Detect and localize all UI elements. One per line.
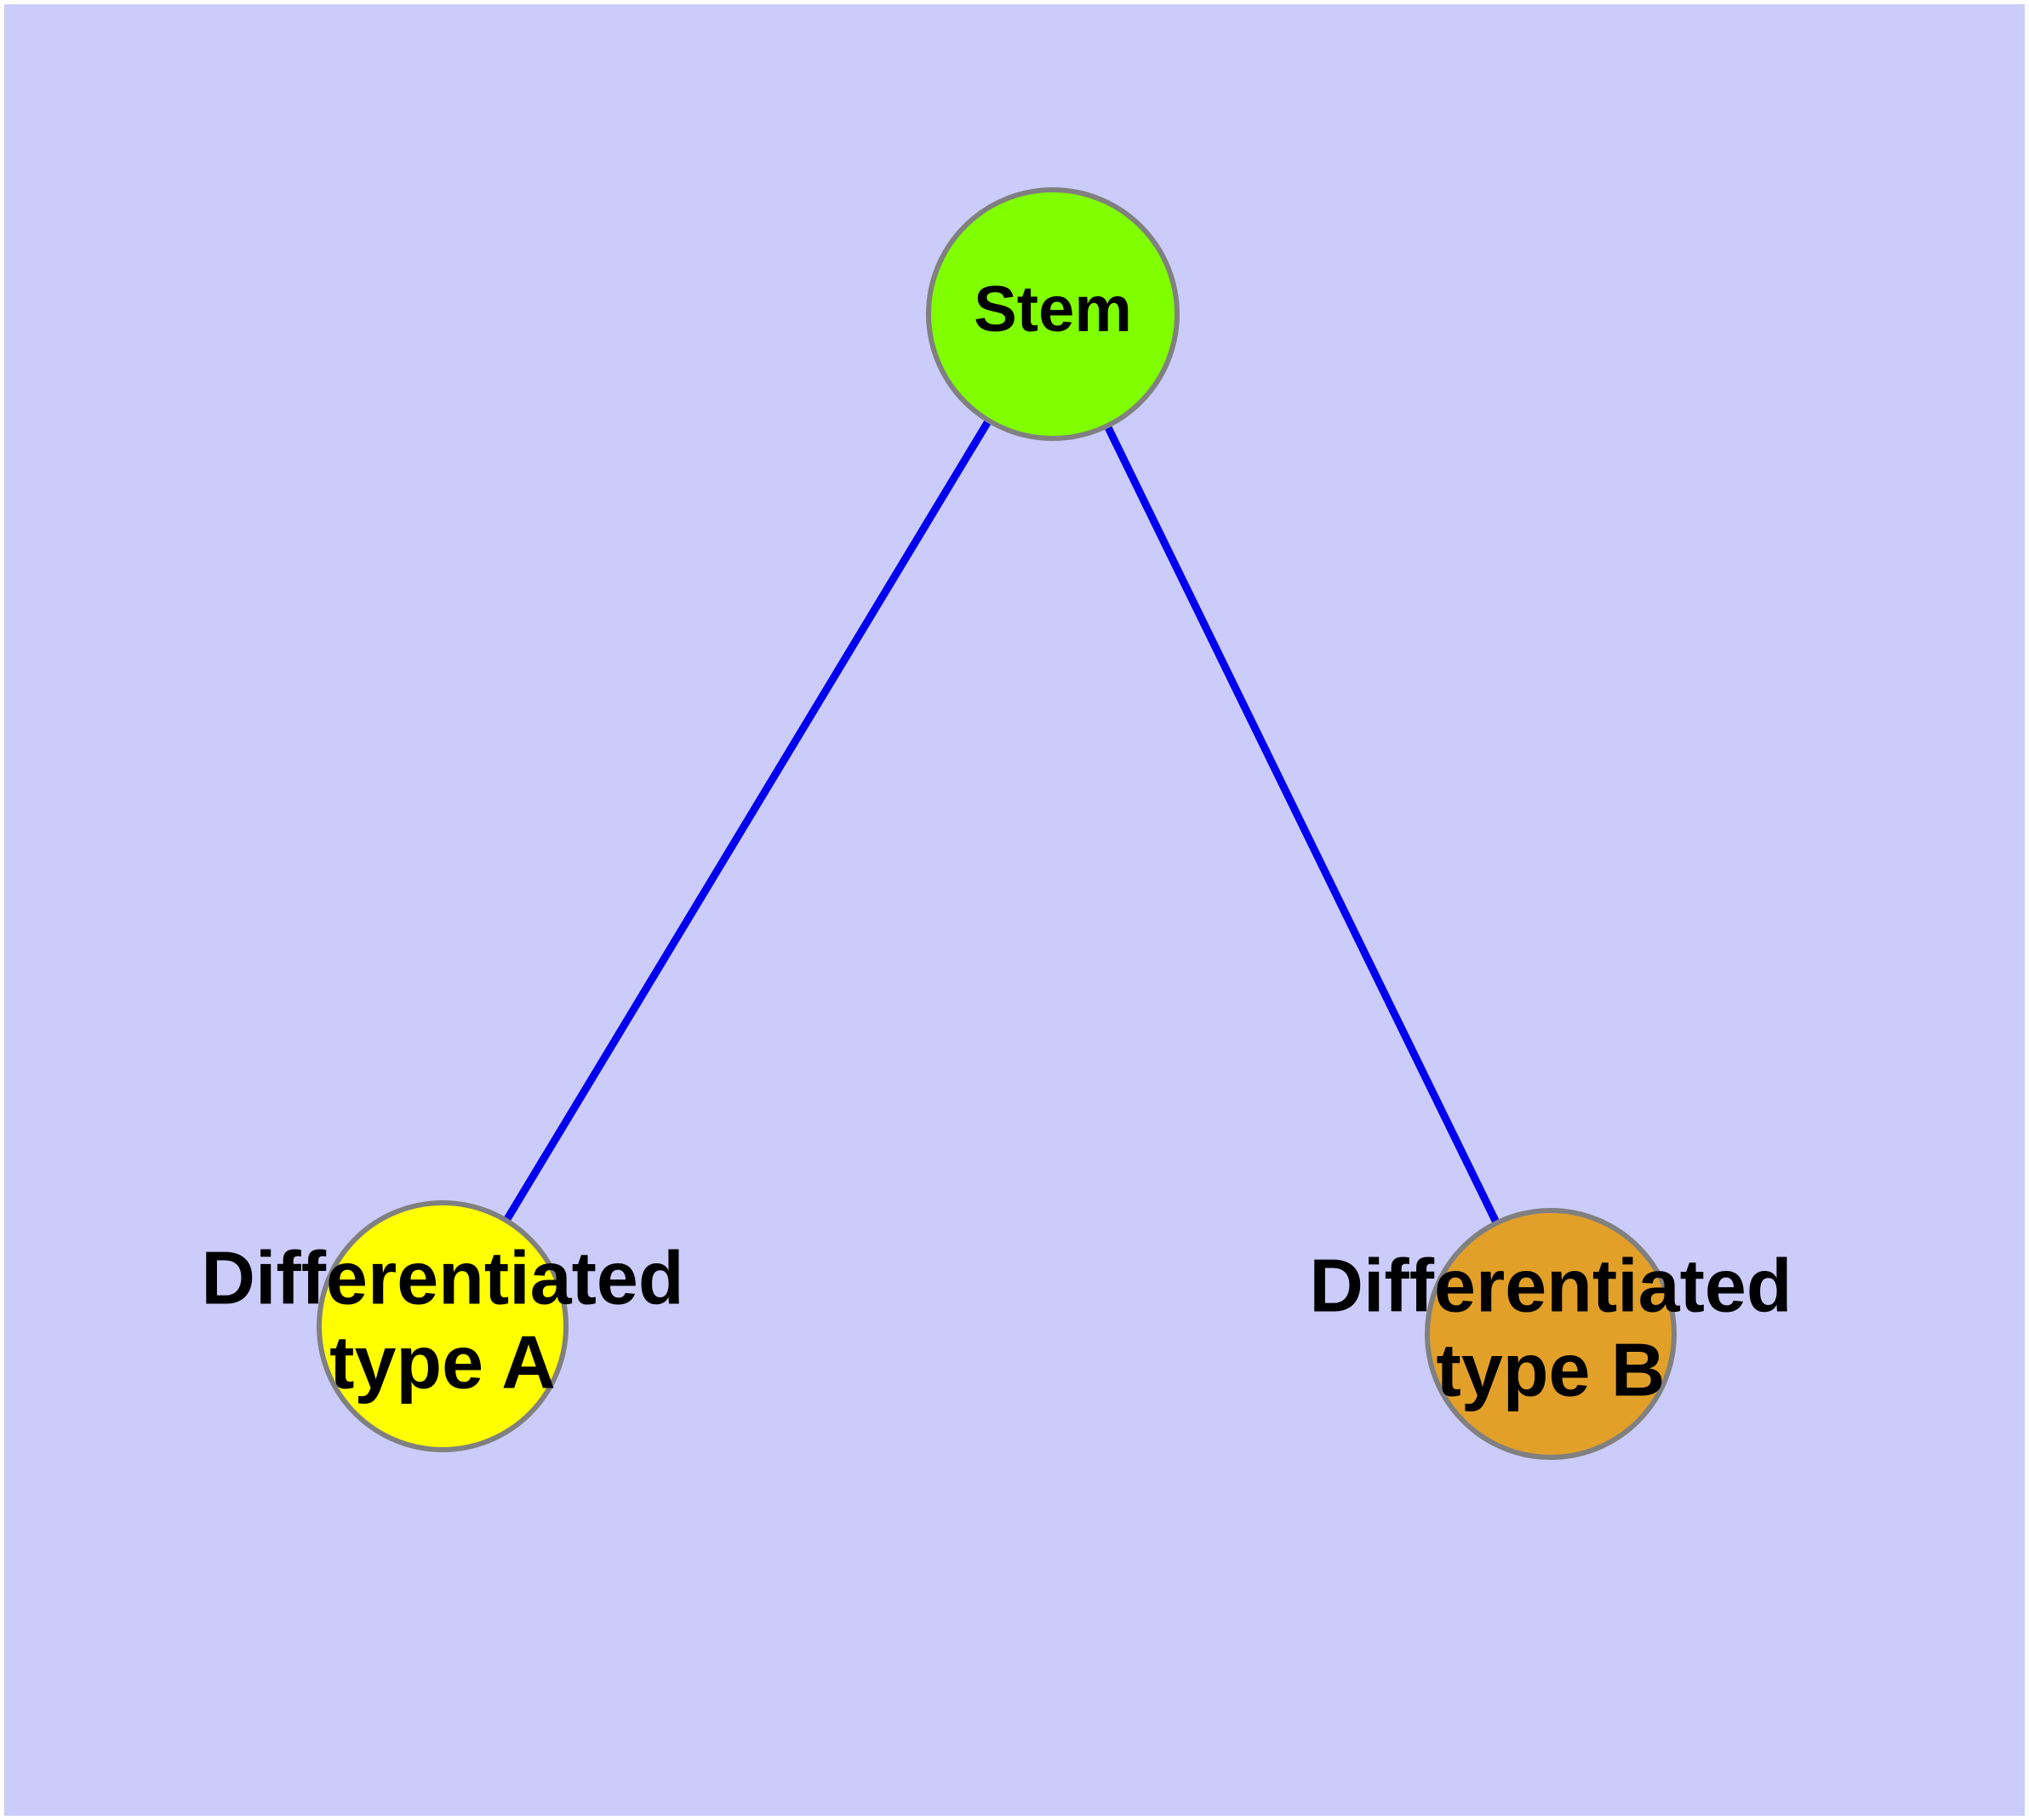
node-label-line: Stem (974, 273, 1132, 346)
node-stem[interactable] (926, 187, 1180, 441)
edge-stem-to-diff-a[interactable] (439, 312, 1056, 1329)
node-differentiated-type-b[interactable] (1425, 1208, 1677, 1460)
edge-layer (439, 312, 1555, 1336)
node-label-line: Differentiated (1309, 1244, 1792, 1328)
node-label-line: type A (329, 1320, 556, 1405)
node-label-line: type B (1437, 1328, 1666, 1412)
node-differentiated-type-a[interactable] (317, 1200, 569, 1452)
node-label-line: Differentiated (201, 1236, 683, 1320)
edge-stem-to-diff-b[interactable] (1049, 312, 1555, 1336)
node-layer (317, 187, 1677, 1460)
node-label-stem: Stem (974, 273, 1132, 346)
